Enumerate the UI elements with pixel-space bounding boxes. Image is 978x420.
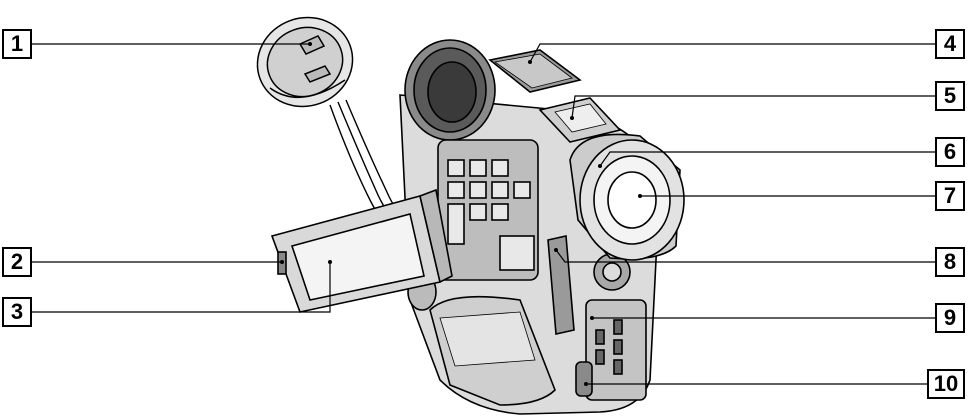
leader-line-6 bbox=[599, 151, 935, 167]
leader-line-8 bbox=[555, 249, 935, 263]
leader-lines bbox=[32, 43, 935, 385]
callout-10: 10 bbox=[927, 369, 965, 399]
leader-line-3 bbox=[32, 262, 331, 313]
leader-line-5 bbox=[571, 95, 935, 119]
callout-2: 2 bbox=[2, 247, 32, 277]
callout-1: 1 bbox=[2, 29, 32, 59]
callout-6: 6 bbox=[935, 137, 965, 167]
callout-5: 5 bbox=[935, 81, 965, 111]
leader-dots bbox=[280, 42, 642, 386]
lcd-panel bbox=[270, 188, 453, 313]
callout-3: 3 bbox=[2, 297, 32, 327]
callout-7: 7 bbox=[935, 181, 965, 211]
lens-cap bbox=[256, 16, 354, 108]
leader-line-4 bbox=[529, 43, 935, 63]
callout-9: 9 bbox=[935, 303, 965, 333]
viewfinder-eyecup bbox=[569, 133, 685, 261]
callout-4: 4 bbox=[935, 29, 965, 59]
callout-8: 8 bbox=[935, 247, 965, 277]
